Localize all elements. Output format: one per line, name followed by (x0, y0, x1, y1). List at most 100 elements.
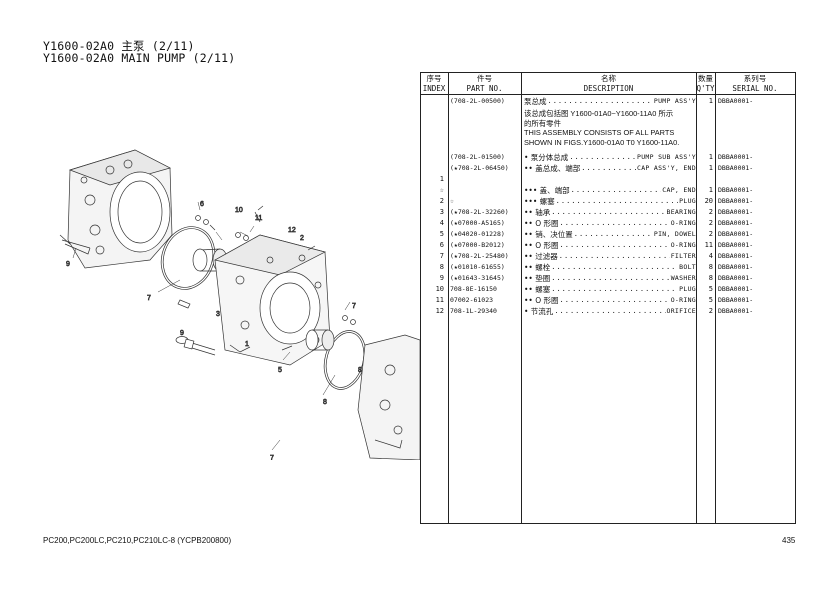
callout-8: 8 (358, 367, 362, 374)
row-description-zh: •• 垫圈 (524, 274, 551, 283)
row-description-zh: •• 盖总成、端部 (524, 164, 581, 173)
row-description: •• 垫圈 WASHER (524, 273, 696, 285)
row-description-en: WASHER (670, 274, 696, 282)
row-description: •• 销、决位置PIN, DOWEL (524, 229, 696, 241)
page-title-zh: Y1600-02A0 主泵 (2/11) (43, 39, 195, 53)
row-part-number: (708-2L-01500) (450, 153, 505, 161)
dot-leader (574, 229, 653, 241)
small-parts (177, 205, 356, 351)
row-description-en: PUMP SUB ASS'Y (637, 153, 696, 161)
callout-12: 12 (288, 227, 296, 234)
row-index: ☆ (439, 186, 444, 194)
row-quantity: 5 (708, 296, 713, 304)
row-index: 11 (435, 296, 444, 304)
row-description: •• 螺塞PLUG (524, 284, 696, 296)
row-quantity: 4 (708, 252, 713, 260)
row-description-en: FILTER (670, 252, 696, 260)
bearing-right (305, 329, 335, 351)
row-description-en: O-RING (670, 241, 696, 249)
callout-10: 10 (235, 207, 243, 214)
row-part-number: 708-1L-29340 (450, 307, 497, 315)
dot-leader (581, 163, 636, 175)
row-description: ••• 螺塞 PLUG (524, 196, 696, 208)
row-description-en: PLUG (679, 285, 696, 293)
callout-11-a: 11 (255, 215, 262, 222)
header-serial-en: SERIAL NO. (732, 84, 778, 93)
row-serial-number: DBBA0001- (718, 164, 754, 172)
header-desc-en: DESCRIPTION (583, 84, 634, 93)
row-quantity: 1 (708, 186, 713, 194)
dot-leader (551, 207, 665, 219)
leader-lines (72, 201, 351, 451)
row-quantity: 8 (708, 274, 713, 282)
row-index: 5 (439, 230, 444, 238)
row-description-zh: •• O 形圈 (524, 219, 559, 228)
dot-leader (551, 284, 678, 296)
assembly-note-line: SHOWN IN FIGS.Y1600-01A0 T0 Y1600-11A0. (524, 137, 680, 147)
row-quantity: 1 (708, 153, 713, 161)
row-part-number: (★07000-A5165) (450, 219, 505, 227)
row-part-number: (★01010-61655) (450, 263, 505, 271)
assembly-note-line: THIS ASSEMBLY CONSISTS OF ALL PARTS (524, 128, 675, 137)
callout-7: 7 (270, 455, 274, 460)
header-index-zh: 序号 (426, 74, 442, 83)
row-quantity: 2 (708, 208, 713, 216)
row-quantity: 1 (708, 97, 713, 105)
row-description-en: PLUG (679, 197, 696, 205)
row-quantity: 2 (708, 230, 713, 238)
row-description-zh: •• O 形圈 (524, 241, 559, 250)
row-description-zh: • 节流孔 (524, 307, 554, 316)
row-description-en: BEARING (666, 208, 696, 216)
header-desc-zh: 名称 (601, 74, 616, 83)
row-description-zh: •• O 形圈 (524, 296, 559, 305)
row-index: 7 (439, 252, 444, 260)
row-index: 6 (439, 241, 444, 249)
row-serial-number: DBBA0001- (718, 153, 754, 161)
bolt-and-washer (175, 336, 216, 356)
dot-leader (551, 262, 678, 274)
row-index: 12 (435, 307, 444, 315)
row-quantity: 11 (704, 241, 713, 249)
o-ring-large-left (160, 226, 216, 290)
row-serial-number: DBBA0001- (718, 307, 754, 315)
row-serial-number: DBBA0001- (718, 97, 754, 105)
row-description-zh: • 泵分体总成 (524, 153, 569, 162)
row-index: 10 (435, 285, 444, 293)
pump-housing-left (59, 149, 173, 269)
row-serial-number: DBBA0001- (718, 285, 754, 293)
row-quantity: 8 (708, 263, 713, 271)
row-index: 2 (439, 197, 444, 205)
row-index: 3 (439, 208, 444, 216)
dot-leader (560, 240, 670, 252)
dot-leader (560, 295, 670, 307)
row-serial-number: DBBA0001- (718, 208, 754, 216)
parts-table: 序号 INDEX 件号 PART NO. 名称 DESCRIPTION 数量 Q… (420, 72, 796, 524)
row-description: •• 螺栓 BOLT (524, 262, 696, 274)
row-description: •• 轴承BEARING (524, 207, 696, 219)
row-part-number: (★04020-01228) (450, 230, 505, 238)
row-description: ••• 盖、端部CAP, END (524, 185, 696, 197)
row-part-number: (★01643-31645) (450, 274, 505, 282)
callout-6-a: 6 (200, 201, 204, 208)
row-description: •• 盖总成、端部 CAP ASS'Y, END (524, 163, 696, 175)
row-part-number: 708-8E-16150 (450, 285, 497, 293)
header-part-zh: 件号 (477, 74, 492, 83)
dot-leader (559, 251, 670, 263)
callout-4-right: 8 (323, 399, 327, 406)
header-part-en: PART NO. (466, 84, 503, 93)
assembly-note-line: 该总成包括图 Y1600-01A0~Y1600-11A0 所示 (524, 109, 674, 118)
dot-leader (556, 196, 678, 208)
row-quantity: 1 (708, 164, 713, 172)
row-index: 1 (439, 175, 444, 183)
row-description: •• O 形圈 O-RING (524, 240, 696, 252)
row-description-en: BOLT (679, 263, 696, 271)
row-description-en: CAP ASS'Y, END (637, 164, 696, 172)
page-title-en: Y1600-02A0 MAIN PUMP (2/11) (43, 51, 236, 65)
row-serial-number: DBBA0001- (718, 197, 754, 205)
row-description: • 泵分体总成 PUMP SUB ASS'Y (524, 152, 696, 164)
header-qty-zh: 数量 (698, 74, 713, 83)
row-description-zh: •• 螺栓 (524, 263, 551, 272)
callout-9-b: 9 (180, 330, 184, 337)
row-description-zh: ••• 螺塞 (524, 197, 555, 206)
row-index: 4 (439, 219, 444, 227)
